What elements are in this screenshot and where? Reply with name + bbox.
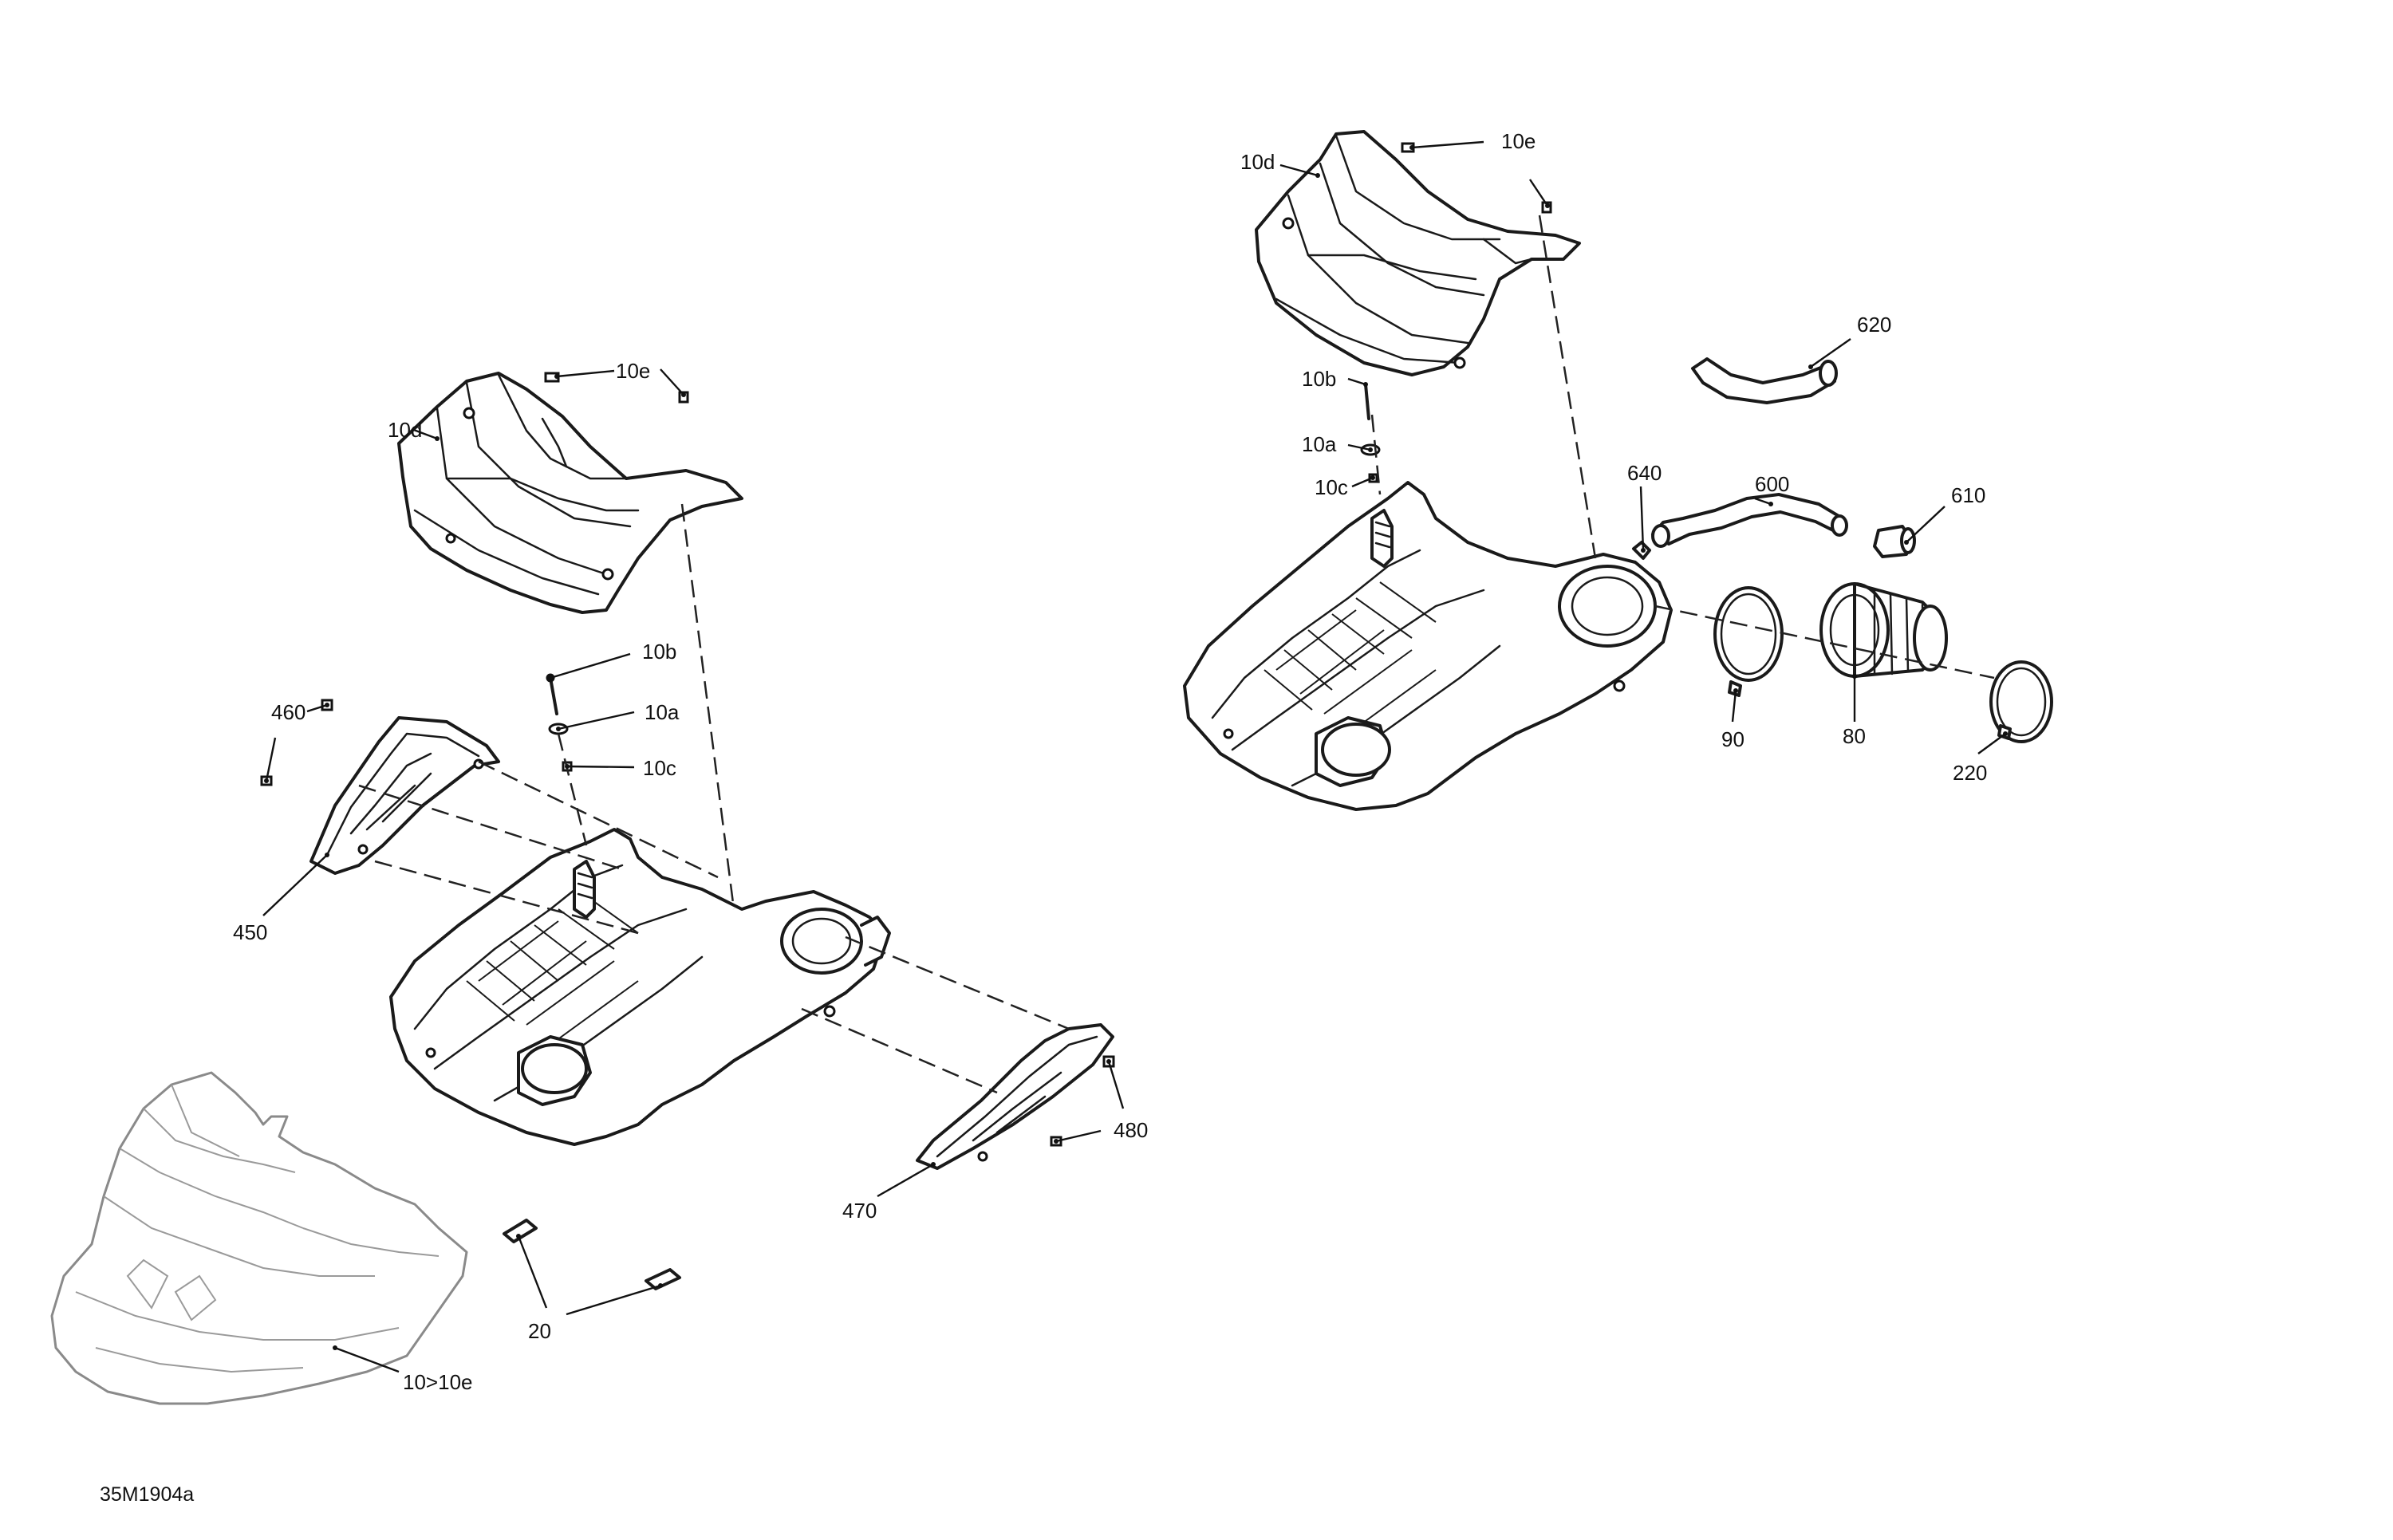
figure-reference-code: 35M1904a	[100, 1483, 194, 1506]
hose-620	[1691, 357, 1838, 404]
callout-10b-right: 10b	[1302, 367, 1336, 391]
air-box-housing-right	[1183, 481, 1673, 811]
callout-20: 20	[528, 1319, 551, 1343]
callout-610: 610	[1951, 483, 1985, 507]
callout-480: 480	[1114, 1118, 1148, 1142]
clamp-90	[1713, 586, 1784, 697]
callout-450: 450	[233, 920, 267, 944]
upper-cover-right	[1255, 130, 1581, 376]
callout-640: 640	[1627, 461, 1662, 485]
callout-470: 470	[842, 1199, 877, 1223]
side-panel-450	[309, 716, 500, 875]
assembled-air-box	[50, 1071, 468, 1405]
side-panel-470	[916, 1023, 1114, 1170]
callout-620: 620	[1857, 313, 1891, 337]
air-box-housing-left	[389, 828, 891, 1146]
callout-80: 80	[1843, 724, 1866, 748]
clips-20	[503, 1219, 681, 1290]
hose-600	[1651, 493, 1848, 548]
alignment-lines-left	[358, 503, 1070, 1094]
clamp-220	[1989, 660, 2053, 743]
callout-90: 90	[1721, 727, 1744, 751]
leader-lines	[262, 140, 2008, 1373]
callout-10a-right: 10a	[1302, 432, 1337, 456]
callout-10c-left: 10c	[643, 756, 676, 780]
callout-10d-right: 10d	[1240, 150, 1275, 174]
callout-10a-left: 10a	[645, 700, 680, 724]
callout-10-to-10e: 10>10e	[403, 1370, 472, 1394]
callout-10e-right: 10e	[1501, 129, 1536, 153]
upper-cover-left	[397, 372, 743, 614]
callout-10d-left: 10d	[388, 418, 422, 442]
callout-10c-right: 10c	[1315, 475, 1348, 499]
callout-10b-left: 10b	[642, 640, 676, 664]
callout-460: 460	[271, 700, 306, 724]
callout-labels: 10e 10d 10b 10a 10c 460 450 480 470 20 1…	[233, 129, 1987, 1394]
alignment-lines-right	[1370, 215, 1995, 679]
screws-480	[1050, 1055, 1115, 1147]
fasteners-left	[546, 673, 573, 772]
callout-220: 220	[1953, 761, 1987, 785]
adapter-80	[1819, 582, 1948, 678]
callout-600: 600	[1755, 472, 1789, 496]
callout-10e-left: 10e	[616, 359, 650, 383]
